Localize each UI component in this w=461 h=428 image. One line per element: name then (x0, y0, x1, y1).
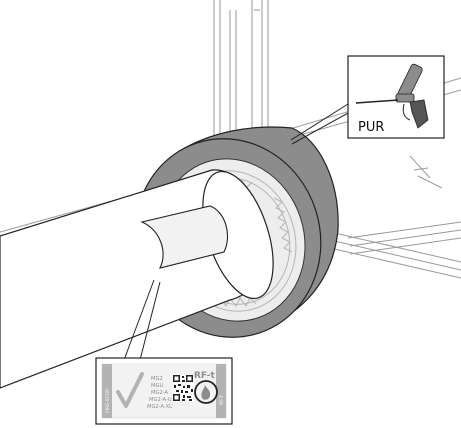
model-1: MG2 (151, 376, 163, 382)
label-side-right-text: RF-T (219, 395, 225, 405)
model-list: MG2 MGU MG2-A MG2-A-U MG2-A-XL (147, 376, 172, 410)
label-patch (140, 205, 228, 269)
qr-code-icon (172, 374, 194, 402)
foam-callout: PUR (347, 55, 445, 139)
model-5: MG2-A-XL (147, 404, 172, 410)
model-3: MG2-A (151, 390, 169, 396)
foam-gun-icon (355, 63, 429, 129)
checkmark-icon (116, 372, 144, 408)
product-label-callout: FIRE-STOP RF-T MG2 MGU MG2-A MG2-A-U MG2… (95, 357, 233, 425)
foam-callout-label: PUR (358, 120, 384, 135)
model-2: MGU (151, 383, 163, 389)
label-side-left-text: FIRE-STOP (105, 389, 111, 413)
rf-text: RF-t (194, 371, 216, 381)
flame-seal-icon (194, 380, 218, 404)
model-4: MG2-A-U (149, 397, 172, 403)
callout-leaders (123, 103, 351, 361)
